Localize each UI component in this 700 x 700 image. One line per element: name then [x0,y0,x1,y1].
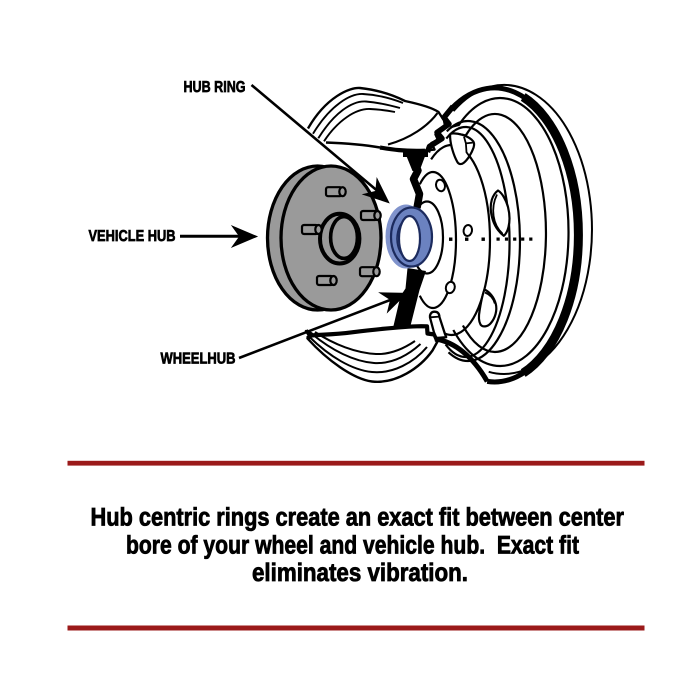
svg-text:VEHICLE HUB: VEHICLE HUB [89,228,176,245]
svg-text:WHEELHUB: WHEELHUB [161,350,236,367]
svg-text:HUB RING: HUB RING [184,79,246,96]
svg-text:Hub centric rings create an ex: Hub centric rings create an exact fit be… [91,504,625,532]
svg-text:bore of your wheel and vehicle: bore of your wheel and vehicle hub. Exac… [126,532,579,560]
svg-text:eliminates vibration.: eliminates vibration. [252,559,468,587]
